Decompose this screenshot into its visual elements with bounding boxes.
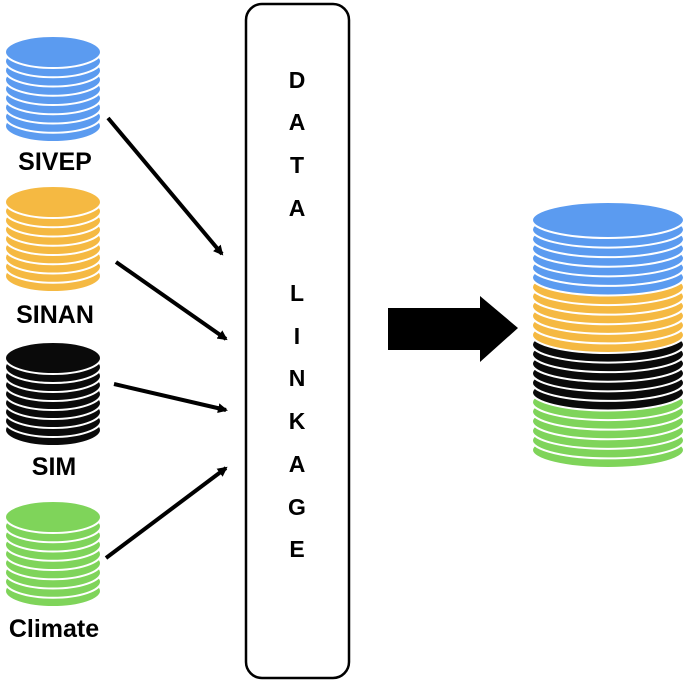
linkage-letter: K (289, 408, 306, 434)
sim-label: SIM (32, 453, 76, 481)
database-disk (4, 35, 102, 69)
sivep-label: SIVEP (18, 148, 92, 176)
block-arrow-right-icon (388, 296, 518, 362)
linkage-letter: E (289, 536, 304, 562)
database-disk (4, 500, 102, 534)
linkage-letter: A (289, 109, 306, 135)
source-climate: Climate (4, 500, 102, 643)
linkage-letter: T (290, 152, 304, 178)
arrow-climate-to-linkage (104, 466, 228, 560)
data-linkage-text: D A T A L I N K A G E (288, 67, 306, 562)
sivep-database-icon (4, 35, 102, 143)
arrow-sivep-to-linkage (106, 116, 224, 256)
linkage-letter: I (294, 323, 300, 349)
linkage-letter: G (288, 494, 306, 520)
linkage-letter: N (289, 365, 306, 391)
merged-database-icon (531, 201, 685, 469)
arrow-sim-to-linkage (113, 382, 228, 414)
linkage-letter: A (289, 195, 306, 221)
database-disk (4, 185, 102, 219)
linkage-letter: L (290, 280, 304, 306)
sim-database-icon (4, 341, 102, 447)
linkage-letter: A (289, 451, 306, 477)
sinan-label: SINAN (16, 301, 94, 329)
database-disk (4, 341, 102, 375)
merged-database-disk (531, 201, 685, 239)
source-sim: SIM (4, 341, 102, 481)
data-linkage-box (244, 2, 351, 680)
climate-database-icon (4, 500, 102, 608)
arrow-sinan-to-linkage (114, 260, 228, 341)
source-sivep: SIVEP (4, 35, 102, 176)
source-sinan: SINAN (4, 185, 102, 329)
linkage-letter: D (289, 67, 306, 93)
climate-label: Climate (9, 615, 99, 643)
sinan-database-icon (4, 185, 102, 293)
